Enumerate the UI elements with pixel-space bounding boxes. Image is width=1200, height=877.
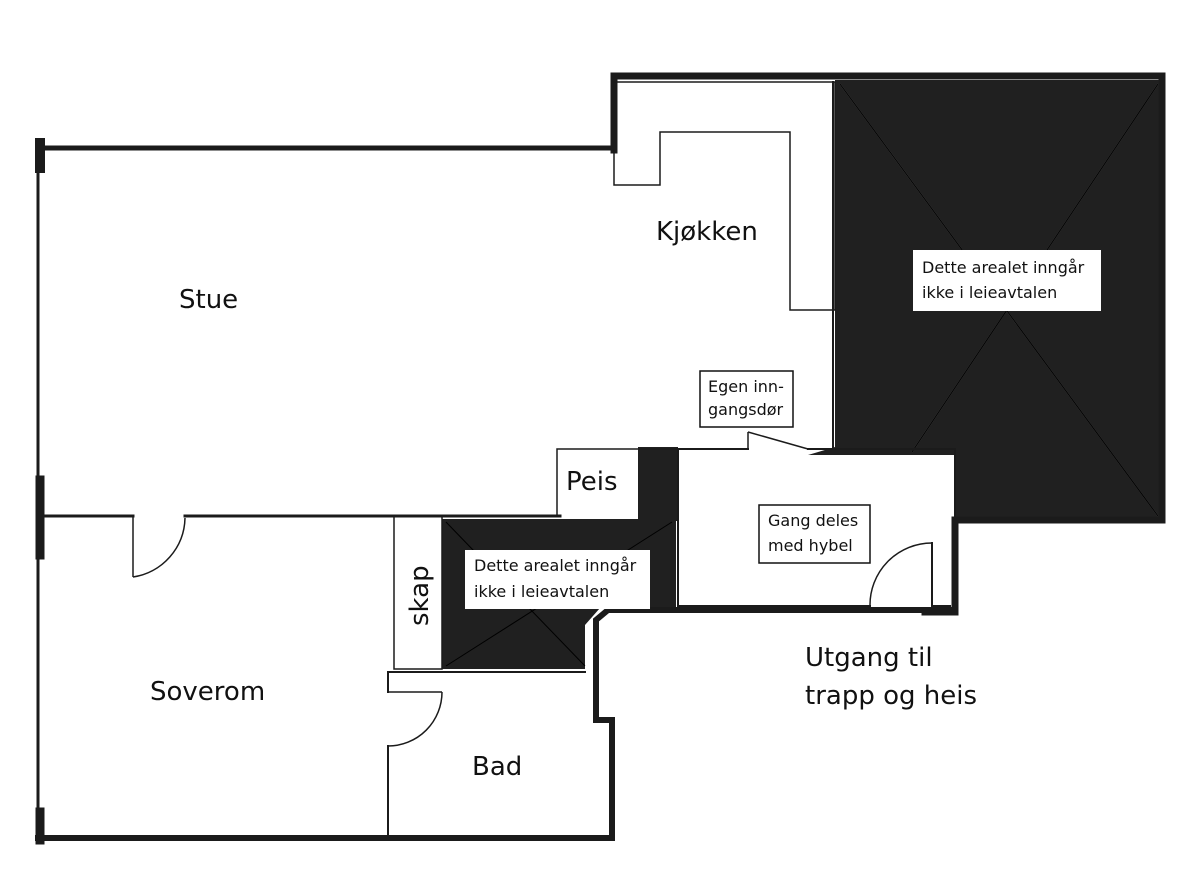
room-label-stue: Stue [179,285,238,315]
exit-label-line2: trapp og heis [805,681,977,711]
interior-walls [38,81,956,839]
chimney-block [638,447,678,521]
note-line: Egen inn- [708,377,784,396]
note-line: Dette arealet inngår [922,258,1085,277]
room-label-kjokken: Kjøkken [656,217,758,247]
room-label-bad: Bad [472,752,522,782]
note-excluded-large: Dette arealet inngår ikke i leieavtalen [913,250,1101,311]
note-line: Dette arealet inngår [474,556,637,575]
note-entrance-door: Egen inn- gangsdør [699,370,794,428]
note-shared-hallway: Gang deles med hybel [758,504,871,564]
note-line: Gang deles [768,511,858,530]
room-label-skap: skap [405,565,435,626]
note-line: ikke i leieavtalen [922,283,1057,302]
door-exit [869,542,933,607]
door-entrance [747,431,809,450]
exit-label-line1: Utgang til [805,643,933,673]
note-line: med hybel [768,536,853,555]
room-label-peis: Peis [566,467,618,497]
note-line: ikke i leieavtalen [474,582,609,601]
note-line: gangsdør [708,400,784,419]
door-bad [387,691,443,747]
door-stue-soverom [132,516,186,578]
note-excluded-small: Dette arealet inngår ikke i leieavtalen [465,550,650,609]
room-label-soverom: Soverom [150,677,265,707]
